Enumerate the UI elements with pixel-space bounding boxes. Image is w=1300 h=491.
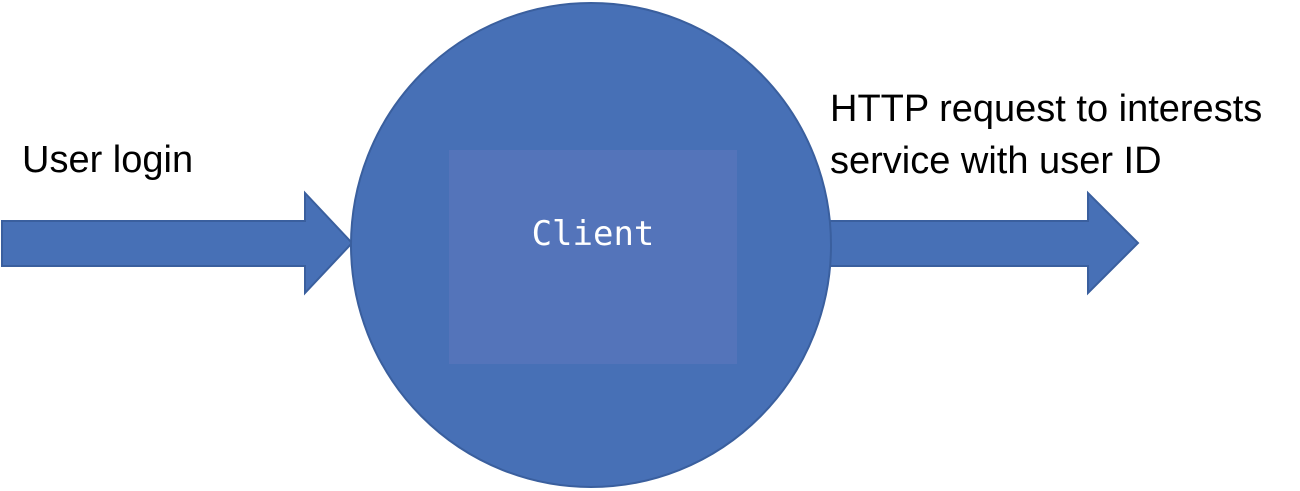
input-arrow-label: User login — [22, 139, 194, 181]
client-inner-box — [449, 150, 737, 364]
output-arrow-label: HTTP request to interests service with u… — [830, 83, 1262, 187]
client-node-label: Client — [531, 214, 655, 254]
input-arrow — [1, 190, 354, 296]
output-arrow — [822, 190, 1140, 296]
client-node: Client — [449, 150, 737, 364]
output-arrow-label-line: service with user ID — [830, 140, 1162, 182]
output-arrow-label-line: HTTP request to interests — [830, 88, 1263, 130]
